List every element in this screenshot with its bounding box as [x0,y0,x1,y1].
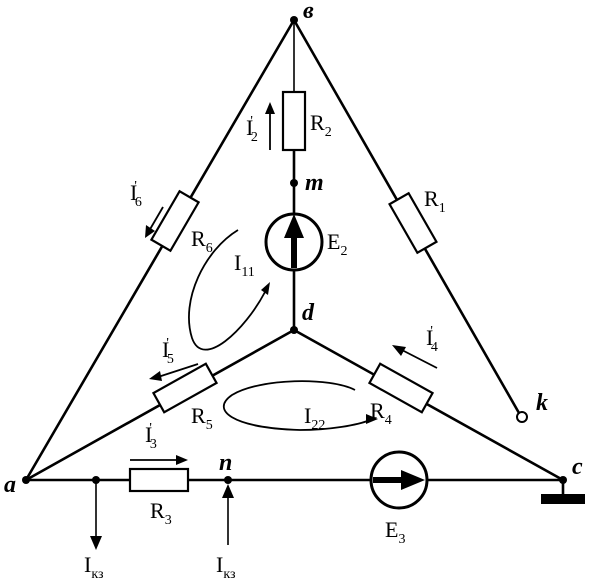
label-r3: R3 [150,498,172,528]
junction-dots [22,16,567,484]
label-i3: I'3 [145,421,157,452]
resistor-r2 [281,90,307,152]
wire-d-c [292,328,565,482]
resistor-r3 [128,467,190,493]
label-i2: I'2 [246,114,258,145]
label-e3: E3 [385,517,405,547]
arrow-i4 [399,348,438,369]
node-k-terminal [516,411,528,423]
label-node-d: d [302,300,315,326]
label-r6: R6 [191,226,213,256]
label-r1: R1 [424,186,446,216]
label-r2: R2 [310,110,332,140]
arrow-i5 [157,363,199,378]
source-e2 [264,212,324,272]
node-c-dot [559,476,567,484]
node-m-dot [290,179,298,187]
label-r4: R4 [370,398,392,428]
node-d-dot [290,326,298,334]
label-node-top: в [303,0,314,24]
resistor-r1 [388,191,438,255]
loop-i11 [188,229,270,351]
resistor-r5 [151,362,219,414]
label-node-c: c [572,454,583,480]
node-top-dot [290,16,298,24]
label-e2: E2 [327,229,347,259]
loop-i22 [222,380,378,431]
node-n-dot [224,476,232,484]
wire-a-top [24,18,296,482]
label-i22: I22 [304,403,325,433]
current-arrows [90,102,438,550]
resistor-r6 [149,189,201,253]
label-node-a: a [4,472,16,498]
ground-symbol [541,494,585,504]
label-i11: I11 [234,250,255,280]
label-i4: I'4 [426,324,438,355]
source-e3 [369,450,429,510]
label-node-m: m [305,170,324,196]
label-i6: I'6 [130,179,142,210]
label-i5: I'5 [162,336,174,367]
label-ik3-right: Iкз [216,552,236,582]
arrow-i6 [148,206,164,232]
label-ik3-left: Iкз [84,552,104,582]
resistors [128,90,438,493]
label-r5: R5 [191,403,213,433]
resistor-r4 [367,362,435,414]
label-node-k: k [536,390,548,416]
label-node-n: n [219,450,232,476]
node-a-dot [22,476,30,484]
